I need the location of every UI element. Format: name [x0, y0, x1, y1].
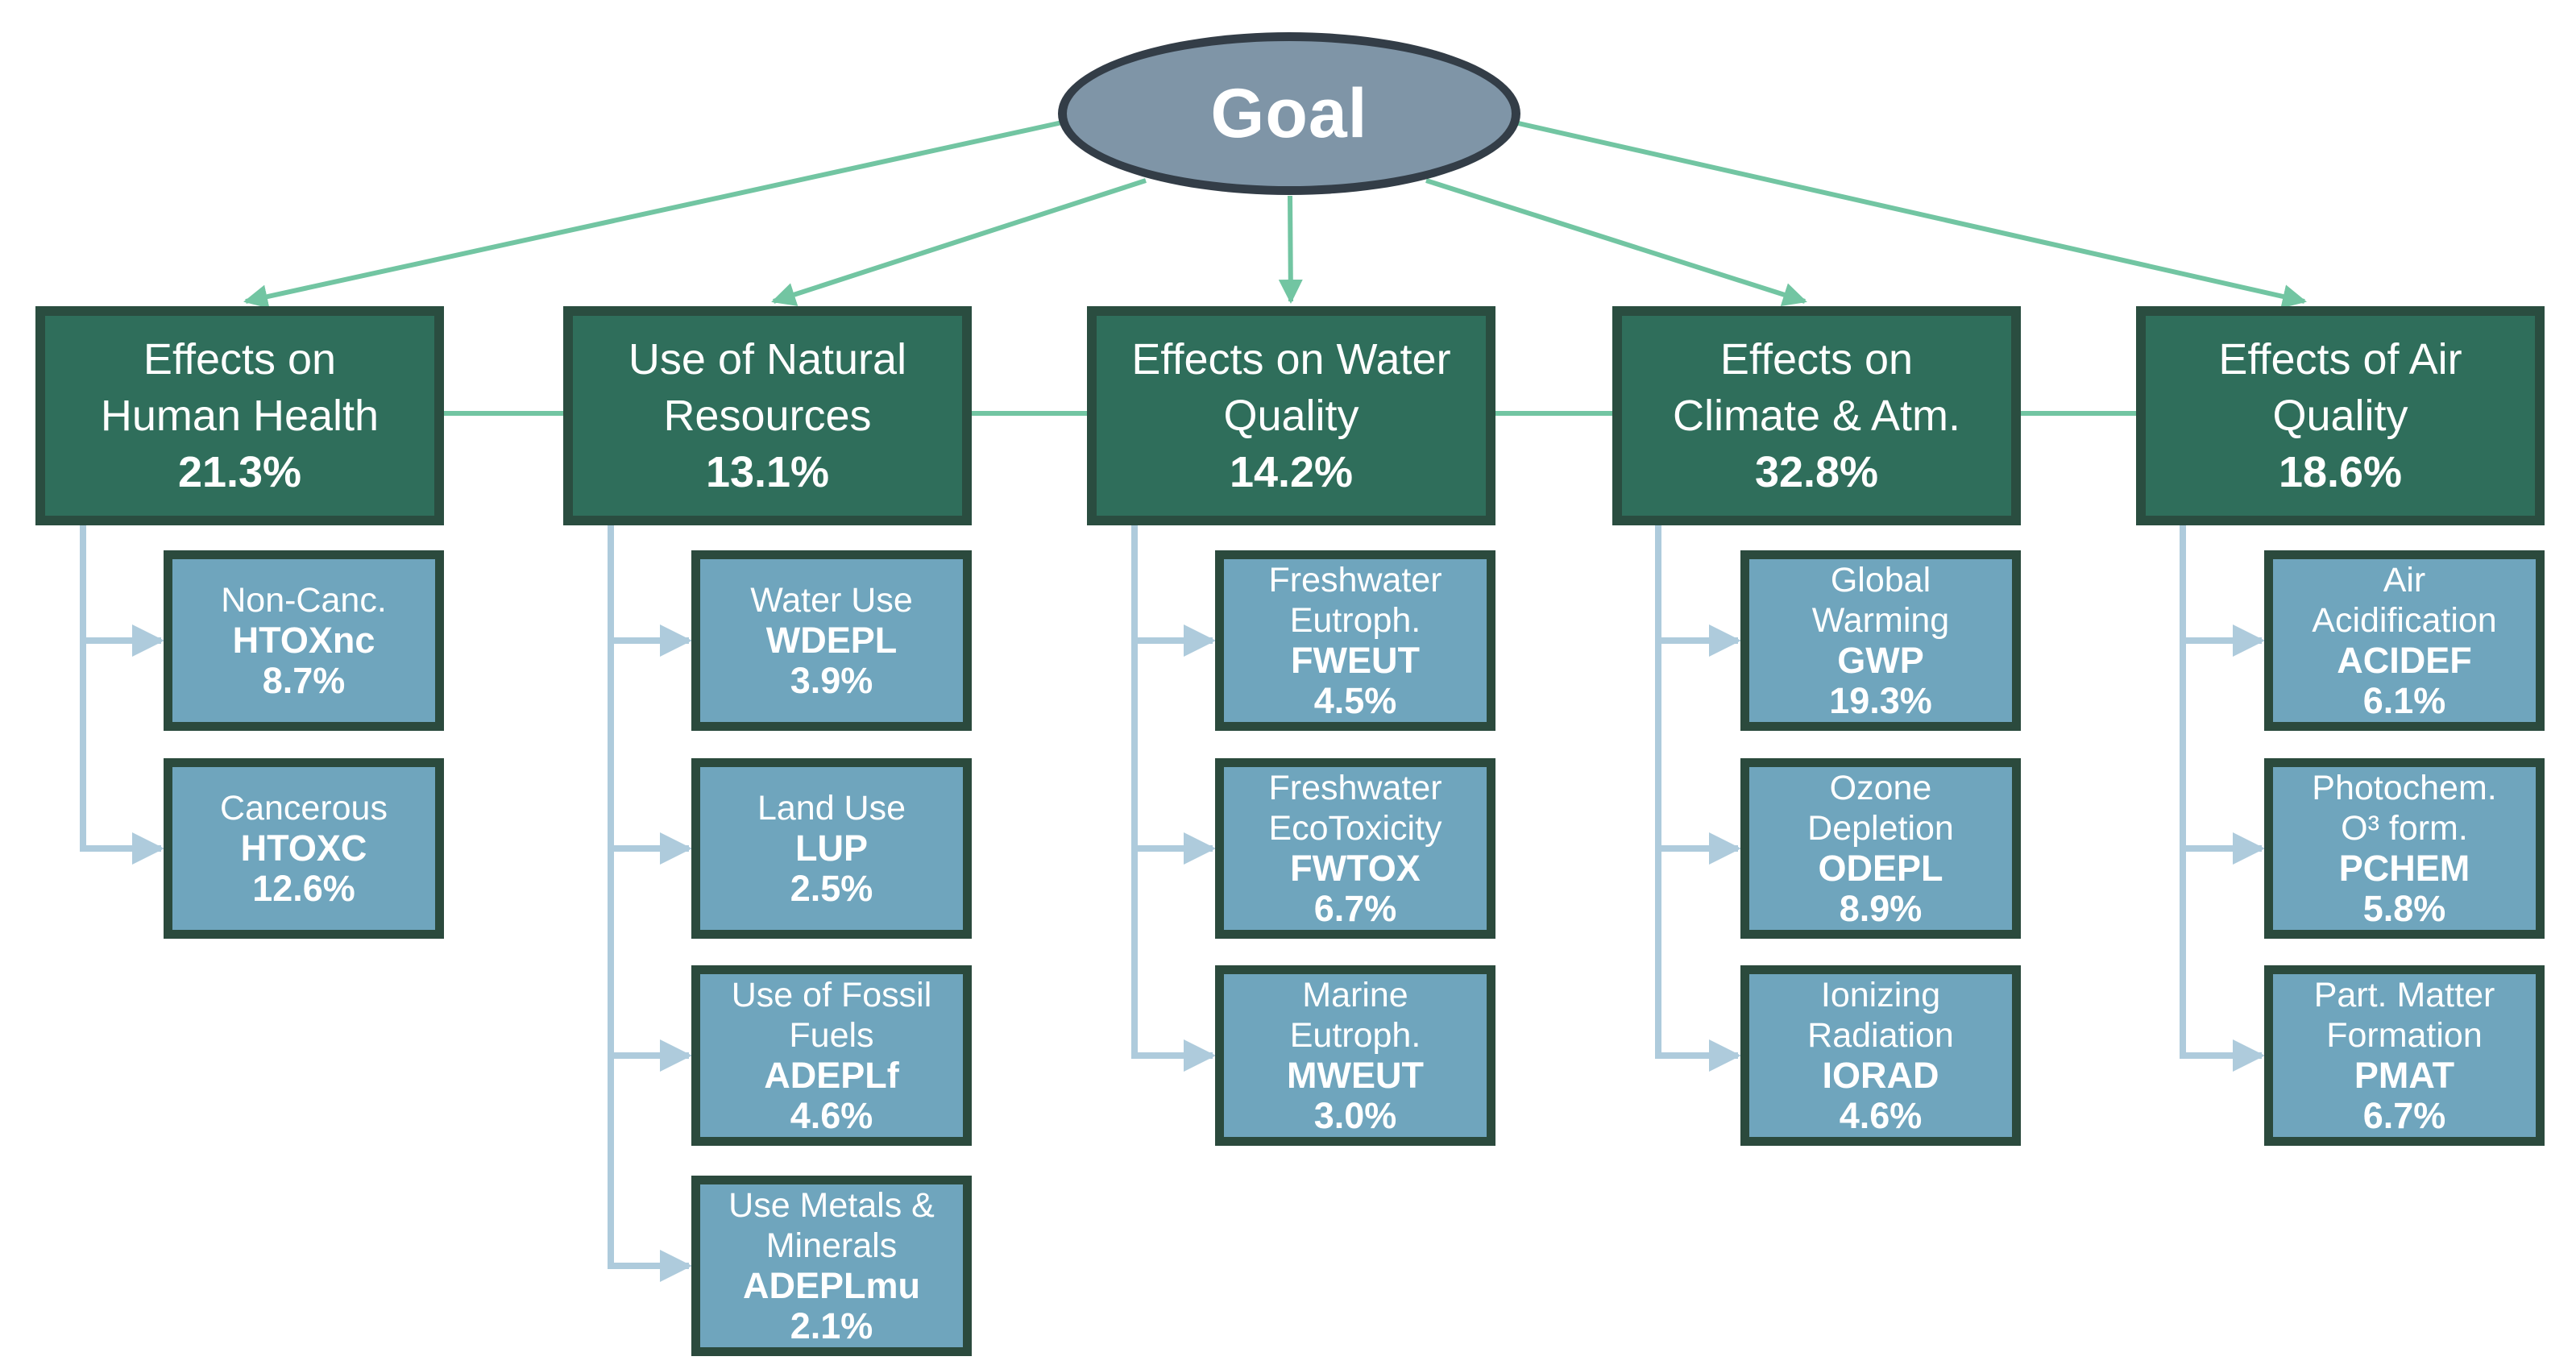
- subcriterion-code: WDEPL: [765, 620, 898, 661]
- subcriterion-weight: 2.5%: [790, 868, 873, 909]
- category-weight: 13.1%: [705, 448, 830, 496]
- subcriterion-code: ODEPL: [1818, 848, 1943, 889]
- goal-arrow-human-health: [243, 120, 1063, 309]
- subcriterion-label: Non-Canc.: [221, 581, 387, 620]
- subcriterion-weight: 8.7%: [262, 660, 346, 701]
- subcriterion-weight: 6.7%: [2362, 1095, 2446, 1136]
- goal-arrow-natural-resources: [771, 178, 1147, 306]
- subcriterion-node-gwp: Global Warming GWP 19.3%: [1740, 550, 2021, 731]
- subcriterion-code: HTOXnc: [232, 620, 375, 661]
- subcriterion-label: Ionizing Radiation: [1807, 976, 1954, 1055]
- category-label: Effects of Air Quality: [2218, 335, 2462, 440]
- subcriterion-weight: 4.6%: [1839, 1095, 1923, 1136]
- category-label: Effects on Water Quality: [1131, 335, 1451, 440]
- category-label: Use of Natural Resources: [628, 335, 907, 440]
- subcriterion-node-pchem: Photochem. O³ form. PCHEM 5.8%: [2264, 758, 2545, 939]
- subcriterion-label: Photochem. O³ form.: [2312, 769, 2497, 848]
- subcriterion-node-wdepl: Water Use WDEPL 3.9%: [691, 550, 972, 731]
- subcriterion-node-fwtox: Freshwater EcoToxicity FWTOX 6.7%: [1215, 758, 1495, 939]
- category-node-climate-atm: Effects on Climate & Atm. 32.8%: [1612, 306, 2021, 525]
- category-node-air-quality: Effects of Air Quality 18.6%: [2136, 306, 2545, 525]
- subcriterion-weight: 2.1%: [790, 1305, 873, 1346]
- subcriterion-label: Part. Matter Formation: [2313, 976, 2495, 1055]
- category-weight: 32.8%: [1754, 448, 1879, 496]
- subcriterion-code: ADEPLmu: [742, 1265, 920, 1306]
- subcriterion-label: Cancerous: [220, 789, 388, 828]
- goal-node: Goal: [1058, 32, 1520, 195]
- subcriterion-code: PCHEM: [2338, 848, 2470, 889]
- subcriterion-label: Air Acidification: [2312, 561, 2497, 640]
- subcriterion-label: Marine Eutroph.: [1289, 976, 1421, 1055]
- subcriterion-weight: 3.0%: [1313, 1095, 1397, 1136]
- subcriterion-weight: 3.9%: [790, 660, 873, 701]
- subcriterion-label: Use of Fossil Fuels: [731, 976, 932, 1055]
- category-weight: 18.6%: [2278, 448, 2403, 496]
- subcriterion-code: GWP: [1837, 640, 1924, 681]
- subcriterion-weight: 12.6%: [252, 868, 355, 909]
- category-node-human-health: Effects on Human Health 21.3%: [35, 306, 444, 525]
- subcriterion-code: IORAD: [1822, 1055, 1939, 1096]
- category-label: Effects on Human Health: [100, 335, 380, 440]
- goal-arrow-climate-atm: [1425, 178, 1807, 307]
- subcriterion-node-pmat: Part. Matter Formation PMAT 6.7%: [2264, 965, 2545, 1146]
- category-weight: 14.2%: [1229, 448, 1354, 496]
- subcriterion-code: HTOXC: [240, 828, 367, 869]
- subcriterion-node-htoxc: Cancerous HTOXC 12.6%: [164, 758, 444, 939]
- subcriterion-weight: 19.3%: [1829, 680, 1932, 721]
- subcriterion-weight: 5.8%: [2362, 888, 2446, 929]
- subcriterion-node-odepl: Ozone Depletion ODEPL 8.9%: [1740, 758, 2021, 939]
- subcriterion-label: Water Use: [750, 581, 913, 620]
- subcriterion-label: Land Use: [757, 789, 906, 828]
- subcriterion-label: Freshwater EcoToxicity: [1268, 769, 1442, 848]
- subcriterion-node-adeplf: Use of Fossil Fuels ADEPLf 4.6%: [691, 965, 972, 1146]
- subcriterion-weight: 6.1%: [2362, 680, 2446, 721]
- subcriterion-code: MWEUT: [1287, 1055, 1424, 1096]
- subcriterion-node-acidef: Air Acidification ACIDEF 6.1%: [2264, 550, 2545, 731]
- subcriterion-node-adeplmu: Use Metals & Minerals ADEPLmu 2.1%: [691, 1176, 972, 1356]
- goal-label: Goal: [1210, 74, 1368, 152]
- subcriterion-weight: 8.9%: [1839, 888, 1923, 929]
- goal-arrow-air-quality: [1514, 120, 2307, 309]
- subcriterion-code: ADEPLf: [764, 1055, 899, 1096]
- subcriterion-weight: 4.5%: [1313, 680, 1397, 721]
- category-node-water-quality: Effects on Water Quality 14.2%: [1087, 306, 1495, 525]
- category-weight: 21.3%: [177, 448, 302, 496]
- subcriterion-weight: 4.6%: [790, 1095, 873, 1136]
- goal-arrow-water-quality: [1278, 195, 1303, 304]
- subcriterion-weight: 6.7%: [1313, 888, 1397, 929]
- subcriterion-node-fweut: Freshwater Eutroph. FWEUT 4.5%: [1215, 550, 1495, 731]
- subcriterion-code: FWEUT: [1291, 640, 1420, 681]
- subcriterion-label: Global Warming: [1811, 561, 1950, 640]
- subcriterion-label: Use Metals & Minerals: [728, 1186, 935, 1265]
- subcriterion-node-iorad: Ionizing Radiation IORAD 4.6%: [1740, 965, 2021, 1146]
- subcriterion-node-lup: Land Use LUP 2.5%: [691, 758, 972, 939]
- subcriterion-code: LUP: [795, 828, 868, 869]
- subcriterion-code: FWTOX: [1290, 848, 1421, 889]
- subcriterion-code: ACIDEF: [2337, 640, 2472, 681]
- subcriterion-node-mweut: Marine Eutroph. MWEUT 3.0%: [1215, 965, 1495, 1146]
- subcriterion-label: Ozone Depletion: [1807, 769, 1954, 848]
- subcriterion-code: PMAT: [2354, 1055, 2455, 1096]
- subcriterion-node-htoxnc: Non-Canc. HTOXnc 8.7%: [164, 550, 444, 731]
- subcriterion-label: Freshwater Eutroph.: [1268, 561, 1442, 640]
- category-label: Effects on Climate & Atm.: [1672, 335, 1961, 440]
- category-node-natural-resources: Use of Natural Resources 13.1%: [563, 306, 972, 525]
